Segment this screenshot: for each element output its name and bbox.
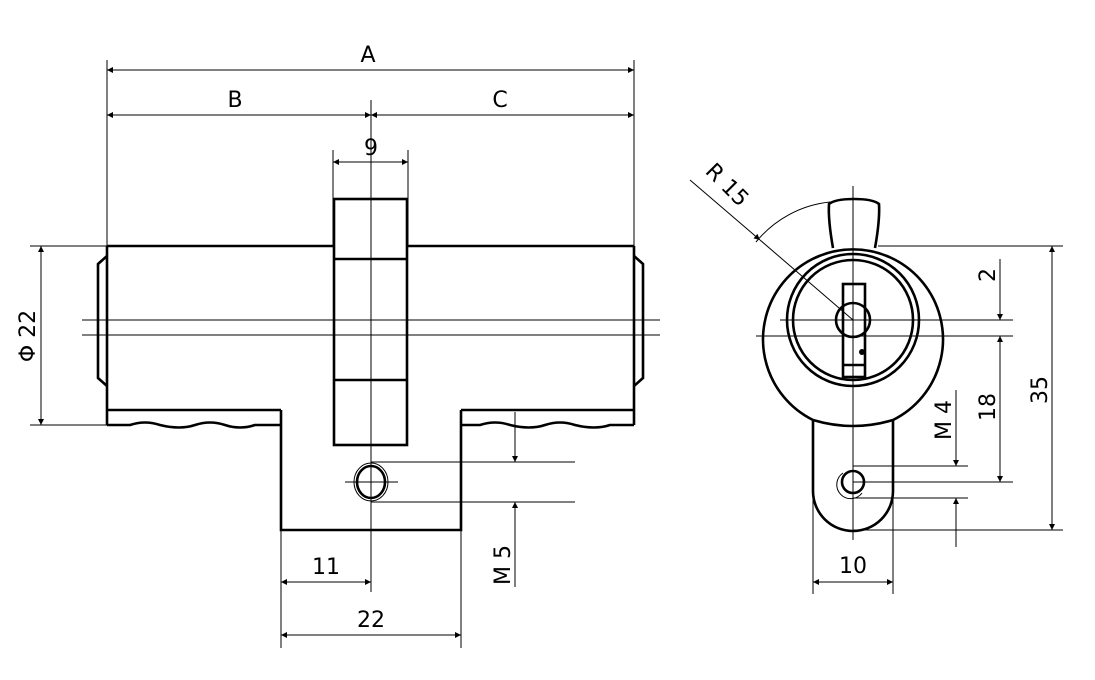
dimension-label-thread-m4: M 4 (932, 400, 957, 440)
dimension-label-half-flange: 11 (312, 555, 340, 580)
dimension-label-a: A (360, 43, 375, 68)
dimension-label-cam-width: 9 (364, 136, 378, 161)
dimension-label-radius: R 15 (700, 159, 753, 212)
side-view: A B C 9 Φ 22 11 22 M 5 (16, 43, 660, 648)
center-lines (82, 100, 660, 592)
front-center-lines (756, 186, 1013, 540)
dimension-label-thread-m5: M 5 (491, 545, 516, 585)
dimension-label-flange: 22 (357, 608, 385, 633)
front-dimension-lines (689, 179, 1063, 594)
dimension-label-height: 35 (1028, 376, 1053, 404)
dimension-label-b: B (227, 88, 242, 113)
dimension-lines (30, 60, 635, 648)
front-view: R 15 2 18 35 M 4 10 (689, 159, 1063, 594)
cylinder-body (96, 244, 645, 532)
dimension-label-offset: 2 (976, 268, 1001, 282)
dimension-label-width: 10 (839, 554, 867, 579)
dimension-label-hole-distance: 18 (976, 393, 1001, 421)
dimension-label-c: C (492, 88, 507, 113)
dimension-label-diameter: Φ 22 (16, 310, 41, 362)
